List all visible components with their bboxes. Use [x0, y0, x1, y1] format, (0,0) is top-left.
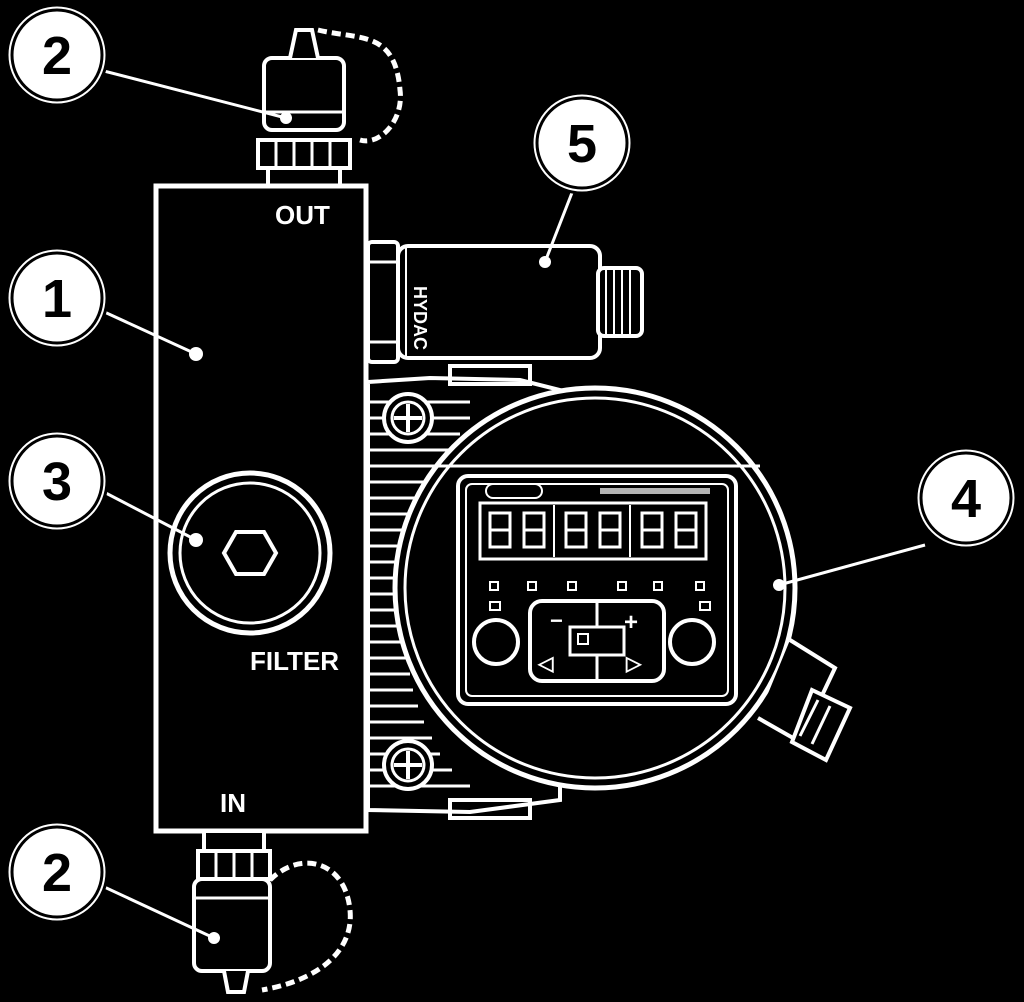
- screw-bottom: [382, 739, 434, 791]
- svg-text:2: 2: [42, 26, 72, 86]
- out-label: OUT: [275, 200, 330, 230]
- enter-button[interactable]: [668, 618, 716, 666]
- svg-text:1: 1: [42, 269, 72, 329]
- plus-key[interactable]: +: [624, 609, 638, 636]
- callout-2-bottom: 2: [5, 820, 109, 924]
- in-label: IN: [220, 788, 246, 818]
- filter-cap: [167, 470, 333, 636]
- callout-4: 4: [914, 446, 1018, 550]
- screw-top: [382, 392, 434, 444]
- right-key[interactable]: ▷: [625, 653, 643, 675]
- filter-label: FILTER: [250, 646, 339, 676]
- callout-1: 1: [5, 246, 109, 350]
- bottom-coupling: [192, 829, 353, 994]
- svg-text:2: 2: [42, 843, 72, 903]
- svg-text:4: 4: [951, 469, 981, 529]
- esc-button[interactable]: [472, 618, 520, 666]
- callout-5: 5: [530, 91, 634, 195]
- leader-lines: [99, 68, 926, 940]
- svg-text:3: 3: [42, 452, 72, 512]
- callout-3: 3: [5, 429, 109, 533]
- left-key[interactable]: ◁: [537, 653, 554, 675]
- display-housing: − + ◁ ▷: [392, 385, 853, 791]
- top-coupling: [256, 27, 403, 188]
- svg-text:5: 5: [567, 114, 597, 174]
- callout-2-top: 2: [5, 3, 109, 107]
- sensor-cylinder: HYDAC: [366, 240, 644, 364]
- cable-gland: [757, 638, 853, 763]
- minus-key[interactable]: −: [550, 608, 563, 633]
- sensor-brand-label: HYDAC: [410, 286, 430, 350]
